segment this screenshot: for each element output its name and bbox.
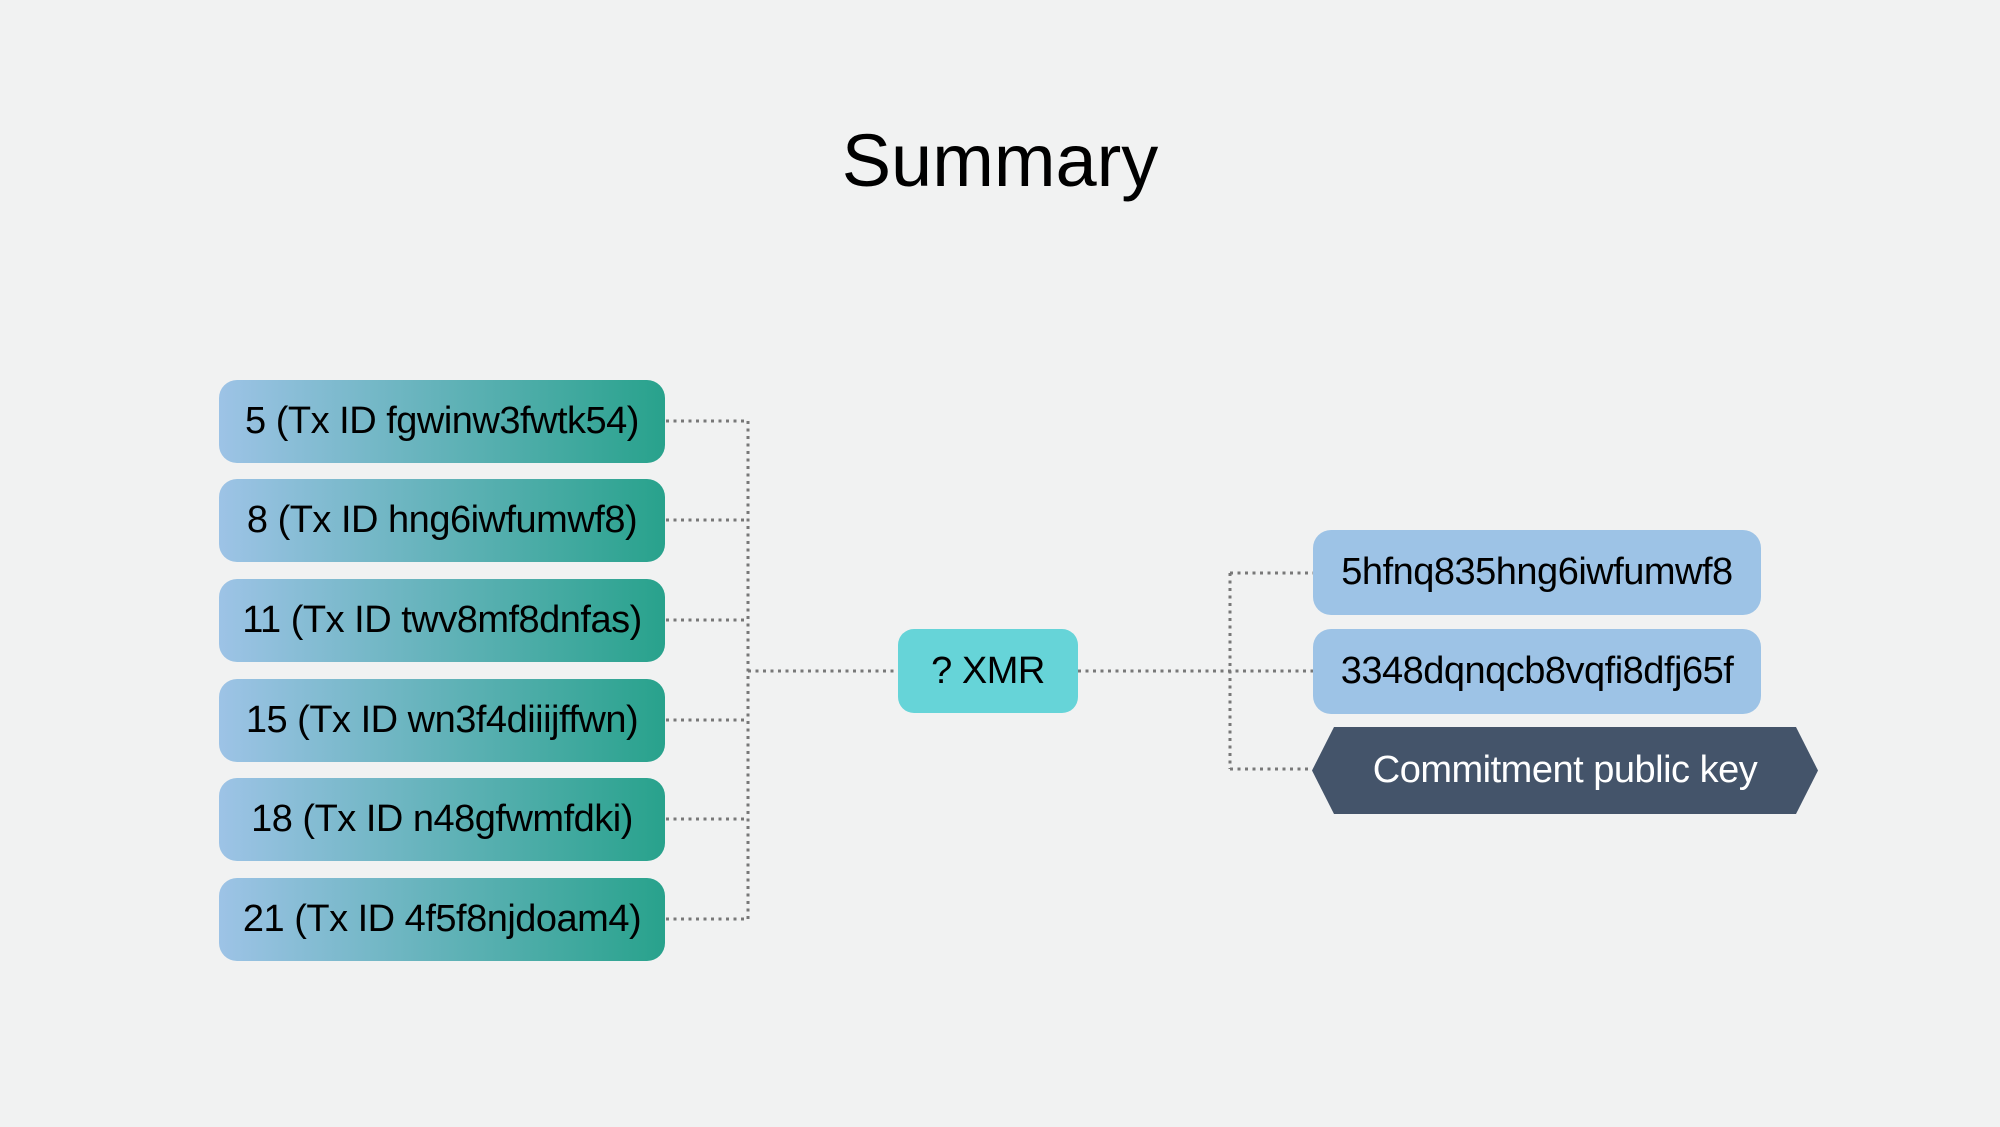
unknown-amount-box: ? XMR [898, 629, 1078, 713]
tx-input-box-1: 5 (Tx ID fgwinw3fwtk54) [219, 380, 665, 463]
commitment-public-key-label: Commitment public key [1372, 749, 1758, 791]
tx-input-label: 15 (Tx ID wn3f4diiijffwn) [245, 699, 639, 741]
slide-title: Summary [841, 119, 1159, 202]
tx-input-label: 18 (Tx ID n48gfwmfdki) [251, 798, 633, 840]
output-key-box-2: 3348dqnqcb8vqfi8dfj65f [1313, 629, 1761, 714]
commitment-public-key-tag: Commitment public key [1312, 727, 1818, 814]
tx-input-label: 21 (Tx ID 4f5f8njdoam4) [242, 898, 642, 940]
unknown-amount-label: ? XMR [931, 649, 1045, 692]
tx-input-box-4: 15 (Tx ID wn3f4diiijffwn) [219, 679, 665, 762]
tx-input-box-5: 18 (Tx ID n48gfwmfdki) [219, 778, 665, 861]
tx-input-label: 8 (Tx ID hng6iwfumwf8) [246, 499, 638, 541]
output-key-label: 5hfnq835hng6iwfumwf8 [1341, 551, 1733, 593]
output-key-label: 3348dqnqcb8vqfi8dfj65f [1340, 650, 1734, 692]
output-key-box-1: 5hfnq835hng6iwfumwf8 [1313, 530, 1761, 615]
tx-input-box-2: 8 (Tx ID hng6iwfumwf8) [219, 479, 665, 562]
tx-input-box-3: 11 (Tx ID twv8mf8dnfas) [219, 579, 665, 662]
tx-input-label: 11 (Tx ID twv8mf8dnfas) [242, 599, 642, 641]
tx-input-label: 5 (Tx ID fgwinw3fwtk54) [245, 400, 639, 442]
tx-input-box-6: 21 (Tx ID 4f5f8njdoam4) [219, 878, 665, 961]
